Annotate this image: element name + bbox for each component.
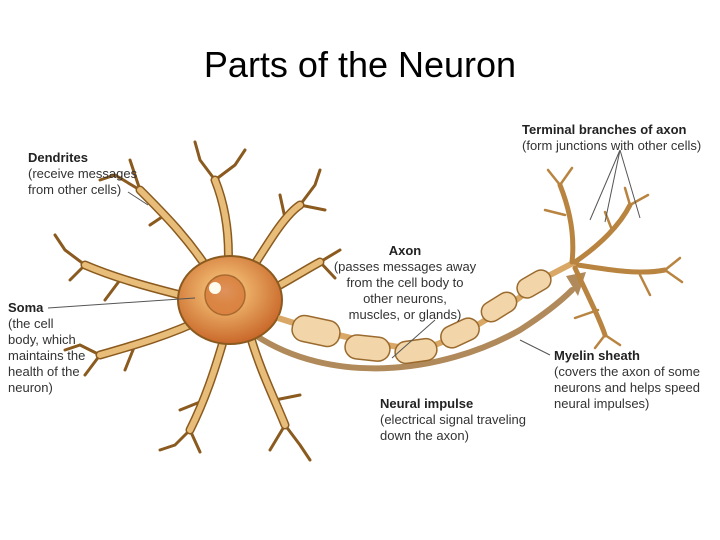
label-myelin-heading: Myelin sheath: [554, 348, 640, 363]
terminal-branches: [543, 166, 684, 350]
leader-lines: [47, 149, 641, 359]
label-myelin-line-3: neural impulses): [554, 396, 650, 411]
myelin-sheath-segments: [291, 269, 552, 365]
label-soma-line-5: neuron): [8, 380, 53, 395]
label-soma-line-3: maintains the: [8, 348, 86, 363]
nucleus-shape: [204, 274, 246, 316]
label-impulse-line-1: (electrical signal traveling: [380, 412, 526, 427]
neural-impulse-arrow: [252, 287, 575, 372]
axon: [277, 259, 577, 365]
label-soma-heading: Soma: [8, 300, 44, 315]
label-neural-impulse: Neural impulse (electrical signal travel…: [380, 396, 526, 444]
label-axon-line-2: from the cell body to: [346, 275, 464, 290]
label-soma: Soma (the cell body, which maintains the…: [8, 300, 85, 396]
page-title: Parts of the Neuron: [203, 44, 517, 85]
label-terminal-heading: Terminal branches of axon: [522, 122, 687, 137]
label-dendrites-line-1: (receive messages: [28, 166, 138, 181]
label-soma-line-1: (the cell: [8, 316, 54, 331]
label-dendrites: Dendrites (receive messages from other c…: [28, 150, 137, 198]
label-axon-line-4: muscles, or glands): [348, 307, 462, 322]
label-myelin-sheath: Myelin sheath (covers the axon of some n…: [554, 348, 700, 412]
label-dendrites-line-2: from other cells): [28, 182, 122, 197]
label-axon-line-1: (passes messages away: [333, 259, 477, 274]
label-soma-line-2: body, which: [8, 332, 76, 347]
label-impulse-heading: Neural impulse: [380, 396, 474, 411]
label-terminal-branches: Terminal branches of axon (form junction…: [522, 122, 701, 154]
label-impulse-line-2: down the axon): [380, 428, 469, 443]
label-dendrites-heading: Dendrites: [28, 150, 88, 165]
label-soma-line-4: health of the: [8, 364, 80, 379]
label-axon: Axon (passes messages away from the cell…: [330, 243, 480, 323]
label-axon-heading: Axon: [388, 243, 422, 258]
label-axon-line-3: other neurons,: [363, 291, 447, 306]
label-terminal-line-1: (form junctions with other cells): [522, 138, 702, 153]
nucleolus-highlight: [209, 282, 221, 294]
label-myelin-line-2: neurons and helps speed: [554, 380, 701, 395]
label-myelin-line-1: (covers the axon of some: [554, 364, 700, 379]
